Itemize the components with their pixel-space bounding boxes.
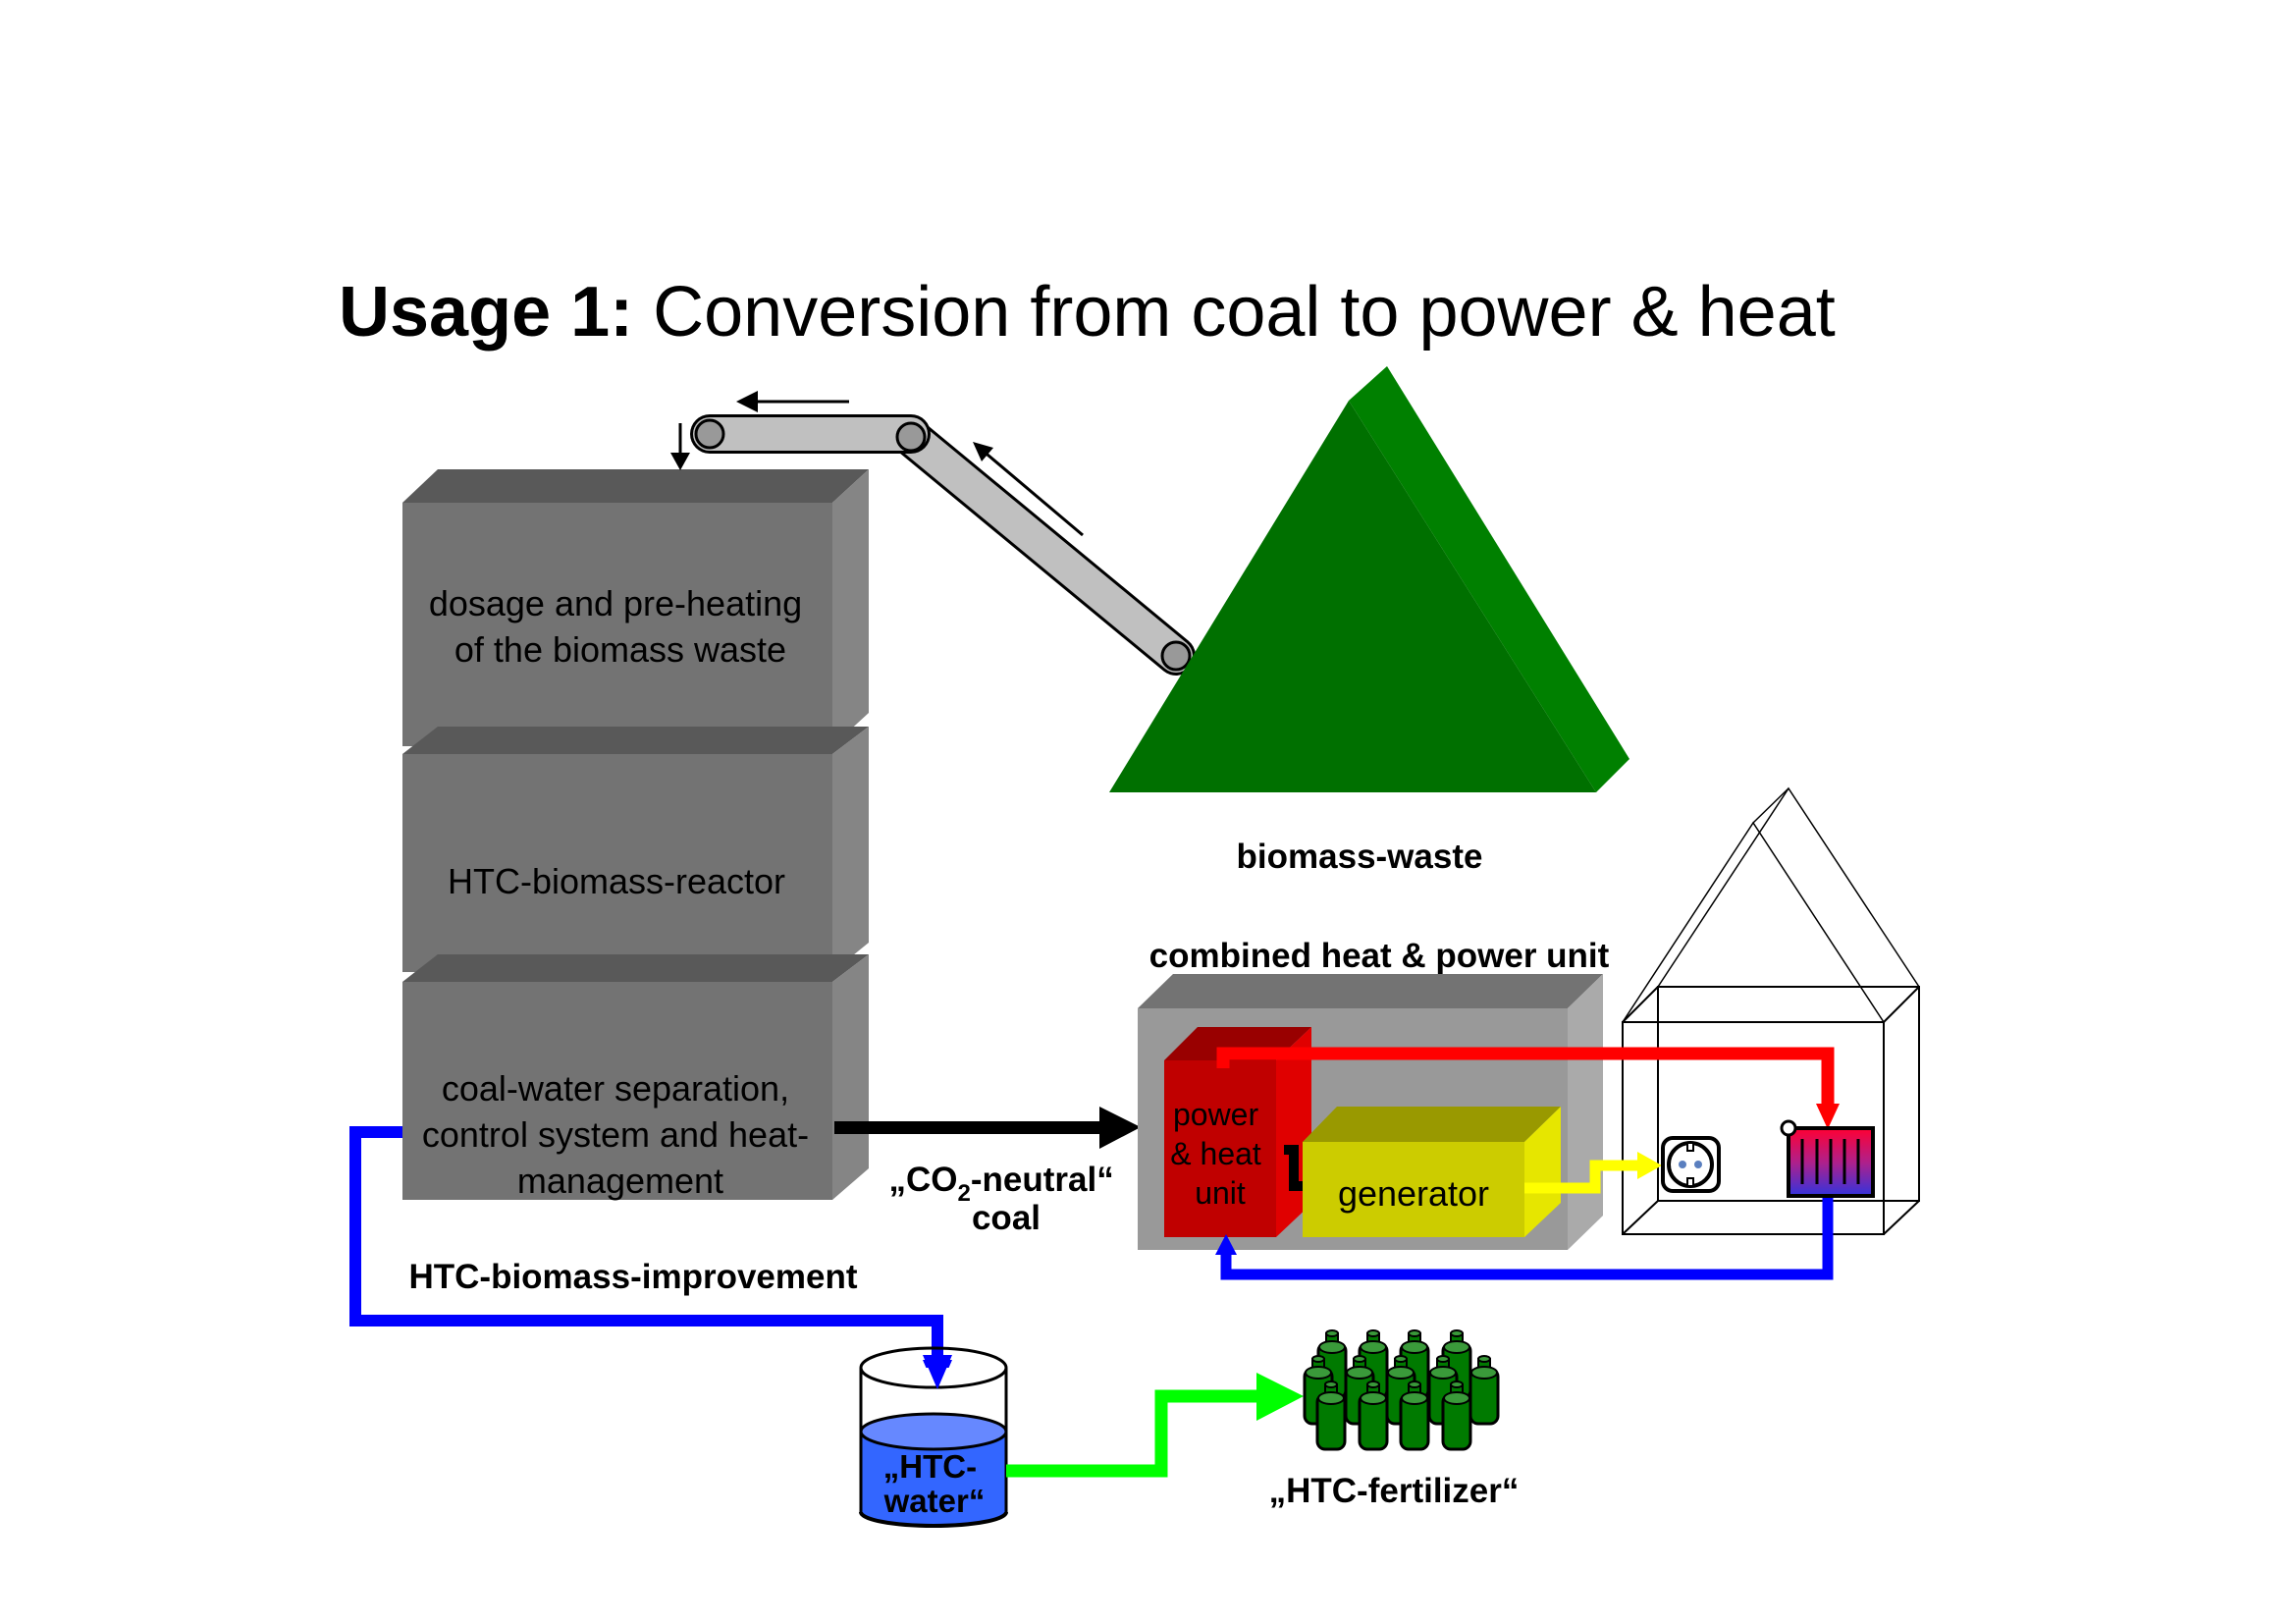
- title-regular-part: Conversion from coal to power & heat: [633, 273, 1836, 352]
- power-heat-unit-text: power & heat unit: [1170, 1097, 1269, 1211]
- htc-improvement-label: HTC-biomass-improvement: [408, 1258, 857, 1296]
- box-separation-text: coal-water separation, control system an…: [422, 1068, 819, 1201]
- chp-unit: combined heat & power unit power & heat …: [1138, 937, 1610, 1250]
- generator: generator: [1303, 1107, 1561, 1237]
- roller-left: [694, 418, 725, 450]
- page-title: Usage 1: Conversion from coal to power &…: [339, 273, 1836, 352]
- power-line: [1524, 1152, 1662, 1194]
- coal-arrow: „CO2-neutral“ coal: [834, 1107, 1141, 1237]
- htc-water-label: „HTC- water“: [883, 1448, 987, 1519]
- heat-return-line: [1215, 1196, 1834, 1280]
- radiator-valve: [1780, 1119, 1797, 1137]
- co2-neutral-coal-label: „CO2-neutral“ coal: [889, 1161, 1124, 1237]
- heat-supply-line: [1216, 1047, 1840, 1129]
- roller-bottom: [1160, 640, 1192, 672]
- bottle-icon: [1468, 1355, 1500, 1426]
- htc-fertilizer-label: „HTC-fertilizer“: [1269, 1472, 1520, 1510]
- stack-box-reactor: [402, 727, 869, 972]
- roller-top: [895, 421, 927, 453]
- radiator-icon: [1780, 1119, 1875, 1198]
- biomass-waste-label: biomass-waste: [1237, 838, 1483, 876]
- shaft-connector: [1284, 1145, 1304, 1191]
- bottle-icon: [1399, 1380, 1430, 1451]
- process-stack: dosage and pre-heating of the biomass wa…: [402, 469, 869, 1296]
- biomass-pile: biomass-waste: [1109, 366, 1629, 876]
- bottle-icon: [1315, 1380, 1347, 1451]
- generator-text: generator: [1338, 1173, 1489, 1214]
- conveyor-belt: [670, 391, 1196, 676]
- box-dosage-text: dosage and pre-heating of the biomass wa…: [429, 583, 812, 670]
- arrow-up-diagonal-icon: [981, 448, 1084, 537]
- fertilizer-bottles-icon: [1303, 1329, 1500, 1451]
- stack-box-dosage: [402, 469, 869, 746]
- title-bold-part: Usage 1:: [339, 273, 633, 352]
- htc-water-tank: „HTC- water“: [859, 1346, 1008, 1528]
- chp-label: combined heat & power unit: [1149, 937, 1610, 975]
- bottle-icon: [1358, 1380, 1389, 1451]
- fertilizer-line: [1006, 1373, 1304, 1478]
- power-socket-icon: [1661, 1136, 1721, 1193]
- house: [1622, 786, 1920, 1235]
- box-reactor-text: HTC-biomass-reactor: [448, 861, 785, 901]
- stack-box-separation: [402, 954, 869, 1200]
- bottle-icon: [1441, 1380, 1472, 1451]
